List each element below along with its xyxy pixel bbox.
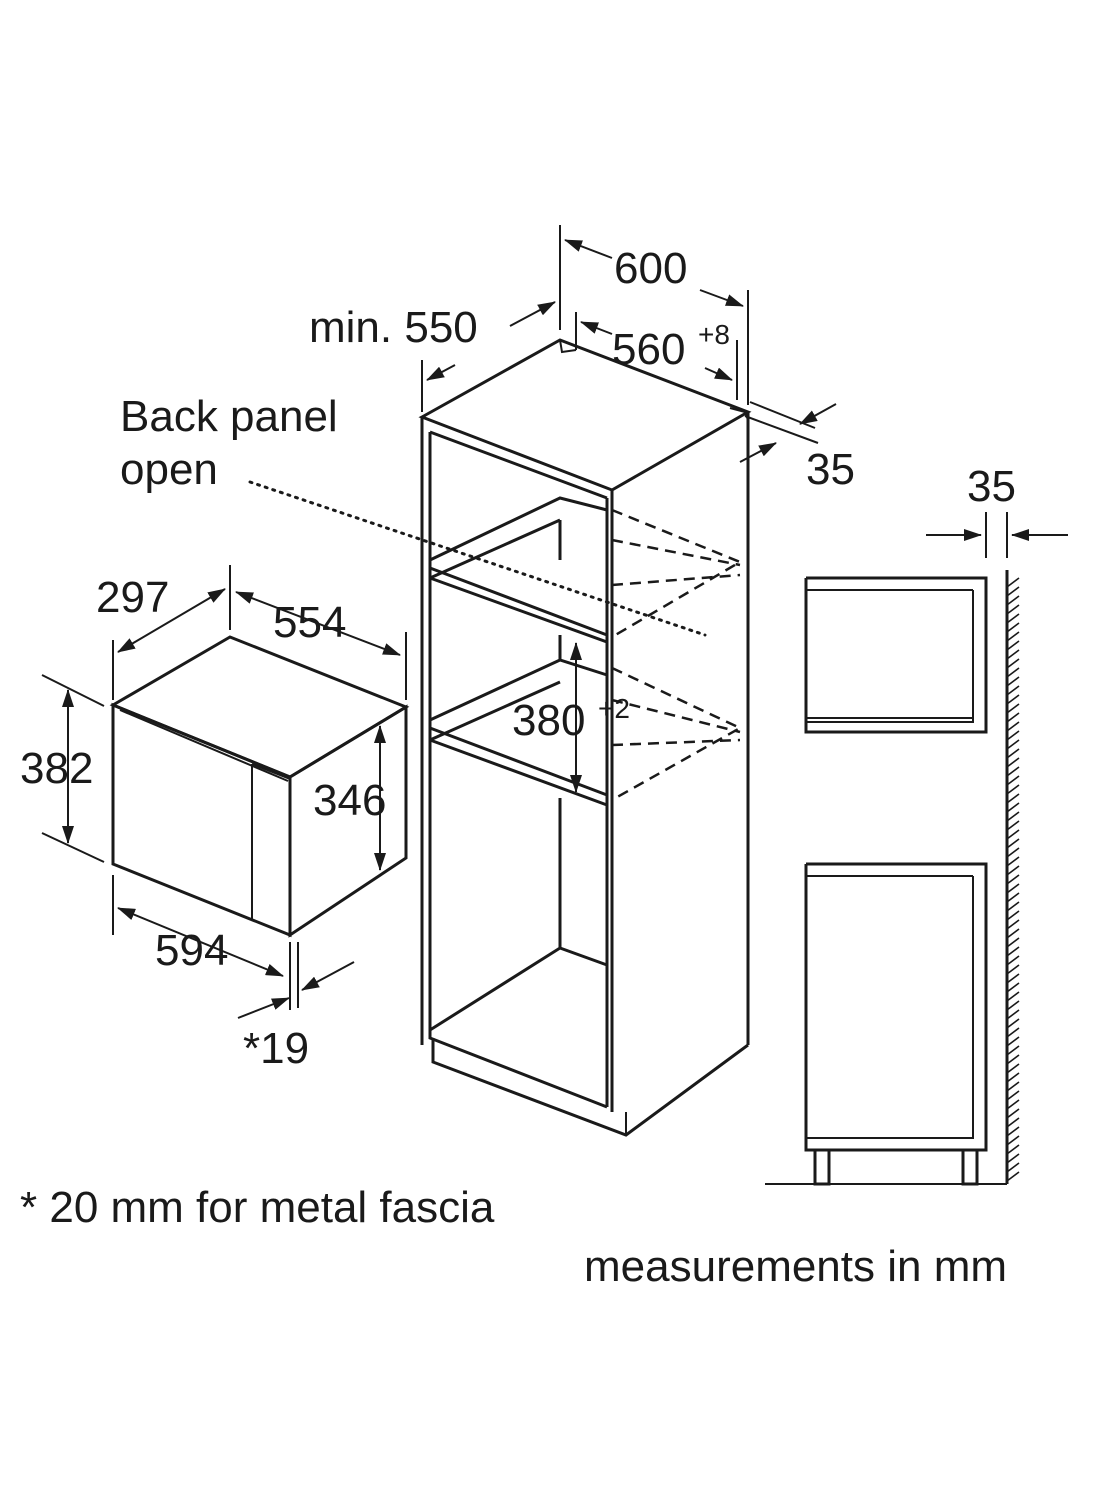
dim-380-tolerance: +2 xyxy=(598,693,630,724)
cabinet-dimensions xyxy=(421,225,837,793)
dim-35-top-label: 35 xyxy=(806,445,855,494)
dim-380-label: 380 xyxy=(512,696,585,745)
dim-594-label: 594 xyxy=(155,926,228,975)
wall-hatching xyxy=(1006,577,1020,1182)
back-panel-label-line2: open xyxy=(120,445,218,494)
back-panel-leader xyxy=(248,480,707,637)
microwave-dimensions xyxy=(41,565,407,1019)
dim-600-label: 600 xyxy=(614,244,687,293)
min-550-label: min. 550 xyxy=(309,303,478,352)
dim-35-side-label: 35 xyxy=(967,462,1016,511)
dim-297-label: 297 xyxy=(96,573,169,622)
tall-cabinet xyxy=(418,338,752,1137)
dim-560-label: 560 xyxy=(612,325,685,374)
units-note: measurements in mm xyxy=(584,1242,1007,1291)
back-panel-label-line1: Back panel xyxy=(120,392,338,441)
hidden-edges xyxy=(611,508,743,802)
dim-382-label: 382 xyxy=(20,744,93,793)
dim-19-label: *19 xyxy=(243,1024,309,1073)
cabinet-side-view xyxy=(765,512,1068,1186)
dim-346-label: 346 xyxy=(313,776,386,825)
dim-560-tolerance: +8 xyxy=(698,319,730,350)
metal-fascia-footnote: * 20 mm for metal fascia xyxy=(20,1183,495,1232)
microwave-appliance xyxy=(109,635,410,938)
dim-554-label: 554 xyxy=(273,598,346,647)
